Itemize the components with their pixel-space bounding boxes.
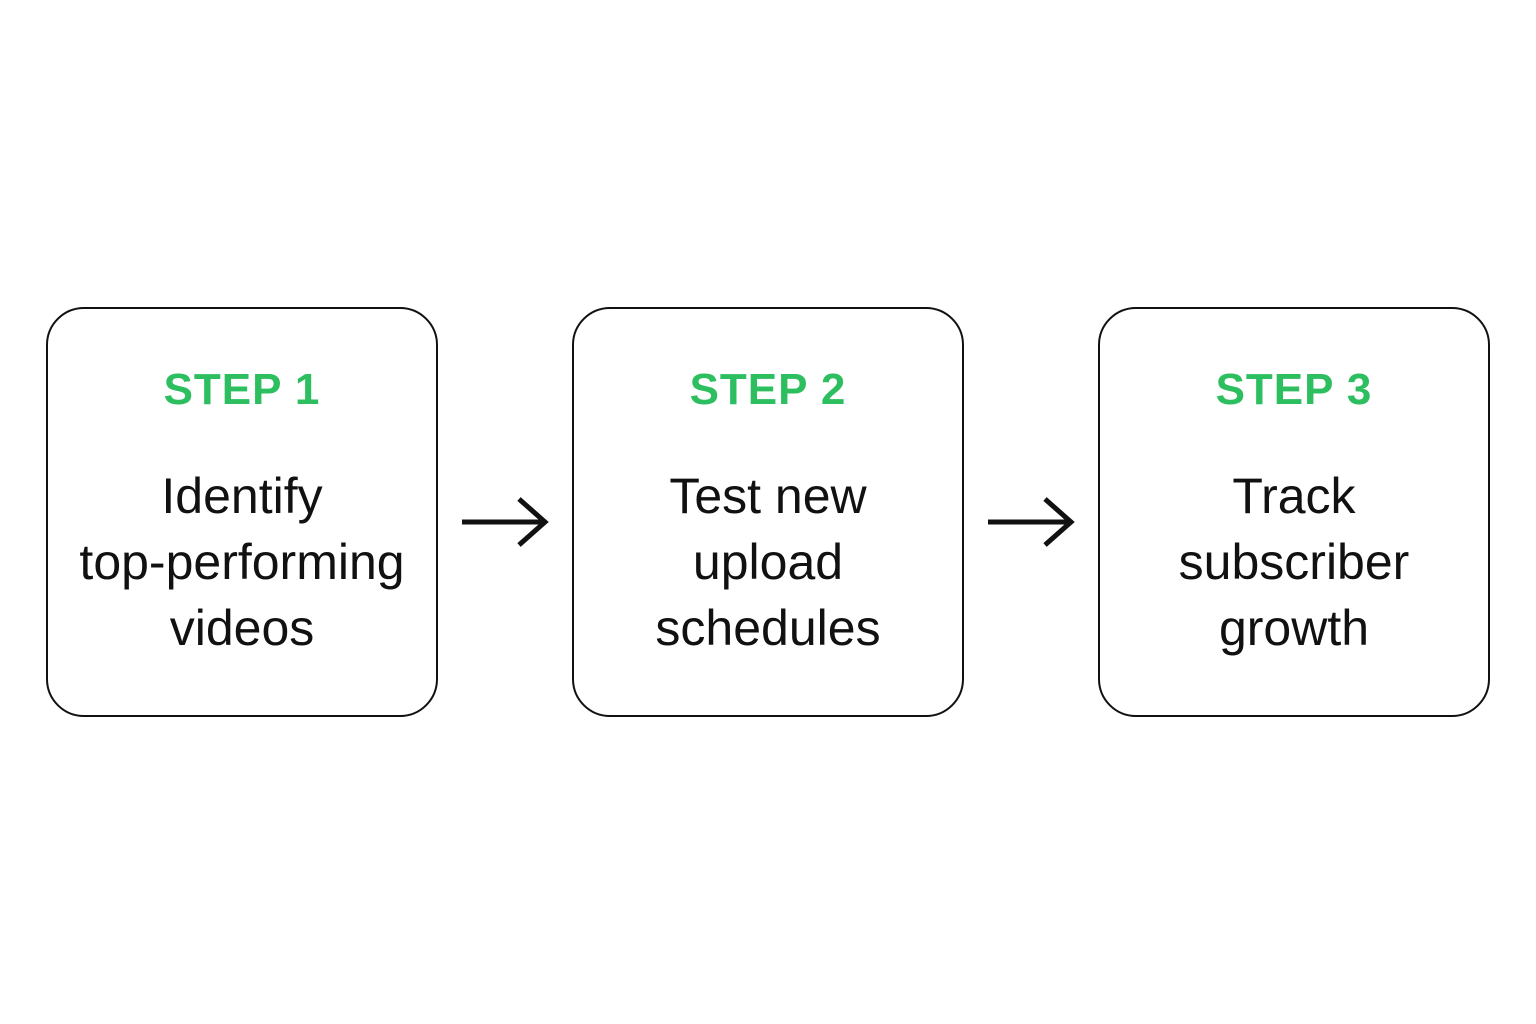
step-1-title: Identify top-performing videos bbox=[79, 463, 404, 661]
step-3-title-line: subscriber bbox=[1178, 534, 1410, 590]
step-1-title-line: Identify bbox=[161, 468, 323, 524]
step-2-title-line: schedules bbox=[655, 600, 881, 656]
step-3-title-line: growth bbox=[1218, 600, 1370, 656]
step-card-3: STEP 3 Track subscriber growth bbox=[1098, 307, 1490, 717]
step-2-title: Test new upload schedules bbox=[655, 463, 880, 661]
step-2-label: STEP 2 bbox=[689, 365, 847, 414]
step-card-1: STEP 1 Identify top-performing videos bbox=[46, 307, 438, 717]
right-arrow-icon bbox=[988, 497, 1075, 547]
step-1-title-line: videos bbox=[169, 600, 315, 656]
step-1-title-line: top-performing bbox=[79, 534, 405, 590]
step-3-title: Track subscriber growth bbox=[1179, 463, 1410, 661]
step-1-label: STEP 1 bbox=[163, 365, 321, 414]
step-card-2: STEP 2 Test new upload schedules bbox=[572, 307, 964, 717]
step-2-title-line: Test new bbox=[669, 468, 867, 524]
right-arrow-icon bbox=[462, 497, 549, 547]
step-3-label: STEP 3 bbox=[1215, 365, 1373, 414]
step-3-title-line: Track bbox=[1232, 468, 1356, 524]
arrow-1 bbox=[438, 491, 572, 553]
arrow-2 bbox=[964, 491, 1098, 553]
step-2-title-line: upload bbox=[692, 534, 844, 590]
